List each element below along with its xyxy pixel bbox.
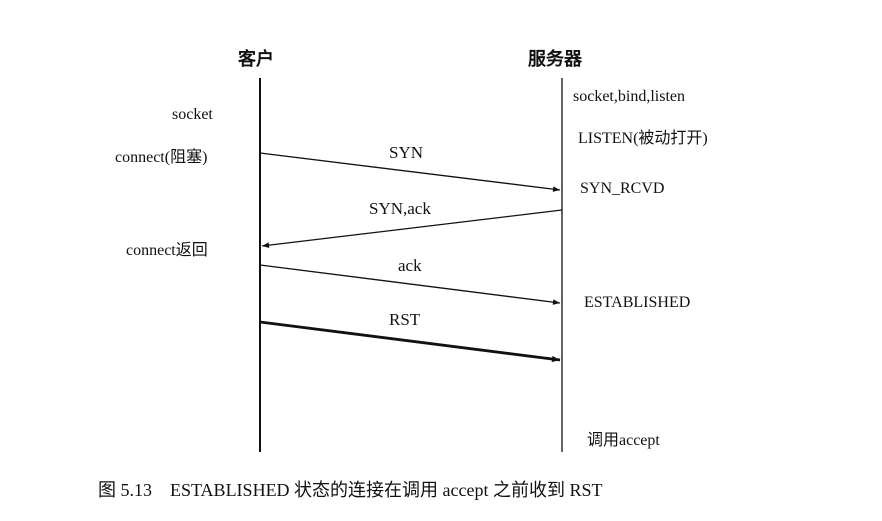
server-established-state: ESTABLISHED — [584, 294, 691, 311]
client-connect-block-label: connect(阻塞) — [115, 149, 208, 166]
ack-arrow — [259, 264, 561, 305]
server-socket-bind-listen-label: socket,bind,listen — [573, 88, 685, 105]
syn-message-label: SYN — [389, 143, 424, 162]
rst-message-label: RST — [389, 310, 421, 329]
client-connect-return-label: connect返回 — [126, 242, 208, 259]
server-header: 服务器 — [528, 49, 582, 70]
client-header: 客户 — [238, 49, 274, 70]
server-call-accept-label: 调用accept — [587, 432, 660, 449]
server-listen-state: LISTEN(被动打开) — [578, 130, 708, 147]
client-socket-label: socket — [172, 106, 213, 123]
syn-ack-message-label: SYN,ack — [369, 199, 431, 218]
rst-arrow — [259, 320, 561, 363]
figure-number: 图 5.13 — [98, 480, 152, 500]
syn-arrow — [259, 152, 561, 192]
figure-caption-text: ESTABLISHED 状态的连接在调用 accept 之前收到 RST — [170, 480, 603, 500]
figure-caption: 图 5.13 ESTABLISHED 状态的连接在调用 accept 之前收到 … — [98, 476, 603, 502]
ack-message-label: ack — [398, 256, 422, 275]
syn-ack-arrow — [261, 209, 563, 248]
server-syn-rcvd-state: SYN_RCVD — [580, 180, 665, 197]
